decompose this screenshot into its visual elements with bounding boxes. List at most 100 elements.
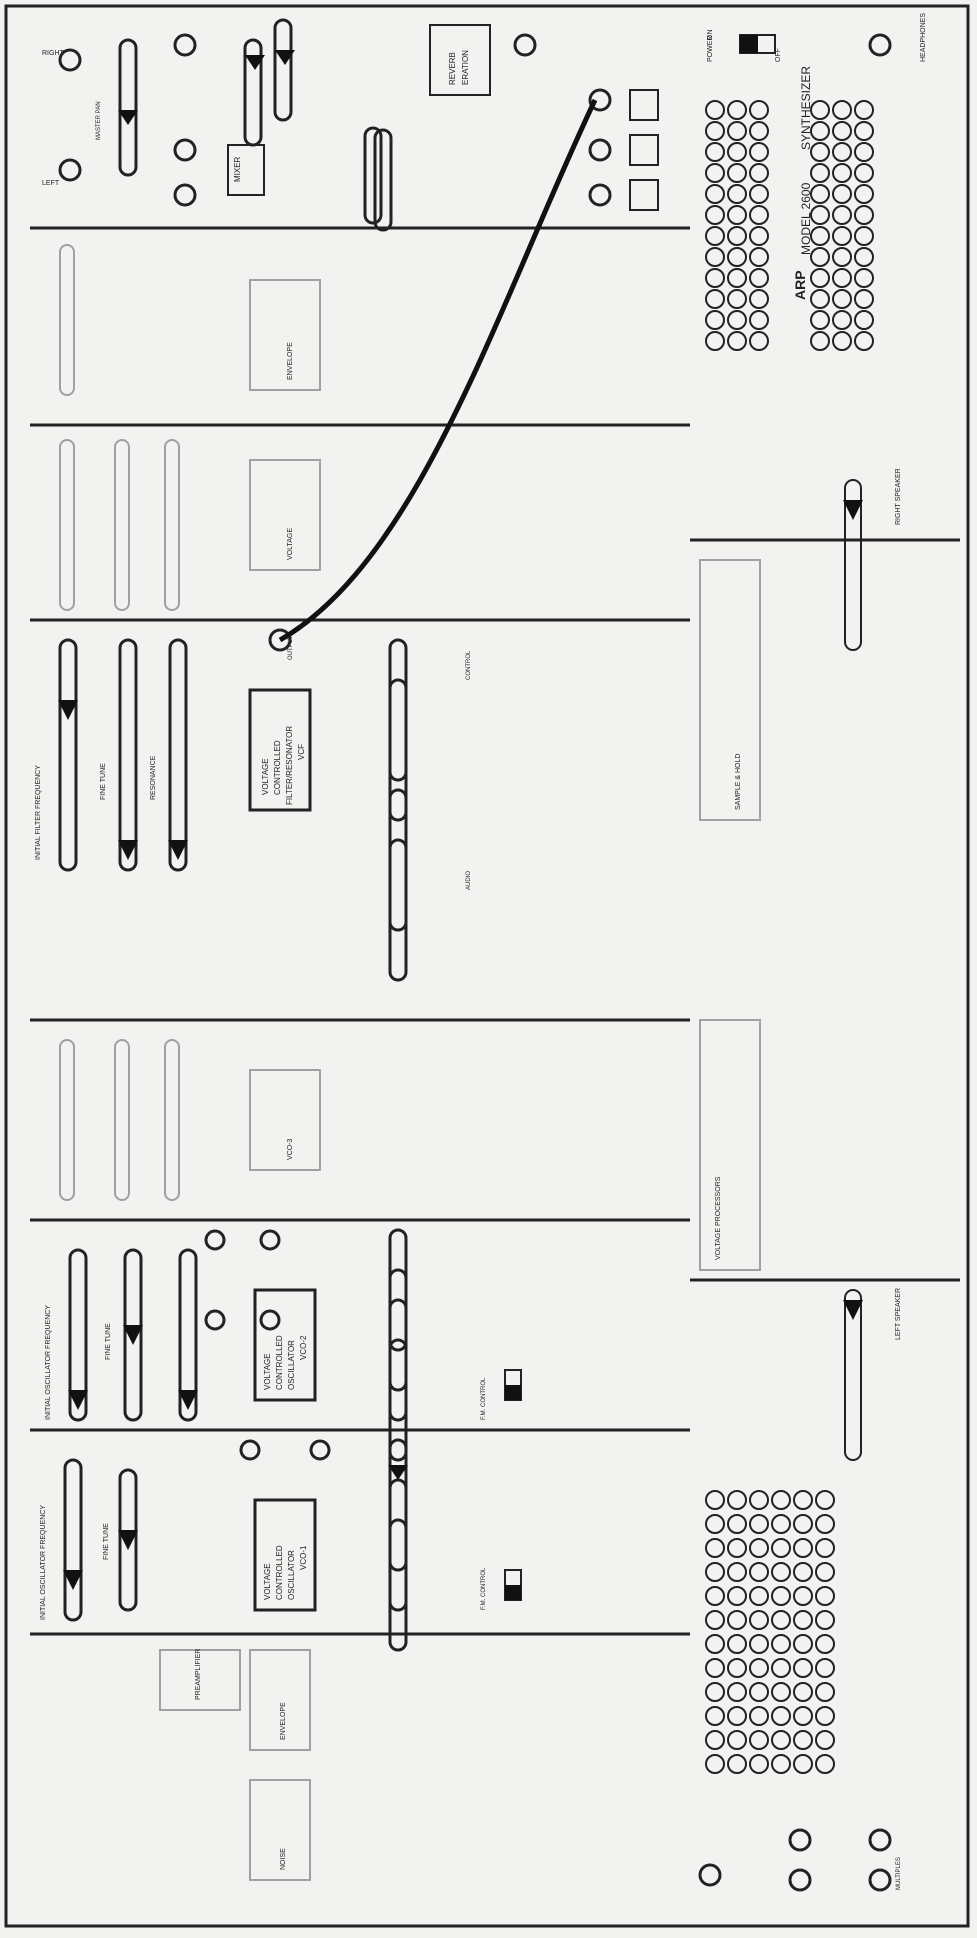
grille-hole (833, 248, 851, 266)
grille-hole (772, 1491, 790, 1509)
grille-hole (728, 1563, 746, 1581)
grille-hole (772, 1731, 790, 1749)
grille-hole (728, 164, 746, 182)
jack-mixer-in-2 (175, 140, 195, 160)
grille-hole (728, 1707, 746, 1725)
grille-hole (706, 143, 724, 161)
grille-hole (816, 1707, 834, 1725)
brand-logo: ARP (792, 270, 808, 300)
grille-hole (816, 1515, 834, 1533)
grille-hole (728, 290, 746, 308)
grille-hole (706, 290, 724, 308)
grille-hole (816, 1587, 834, 1605)
jack-mixer-in-1 (175, 185, 195, 205)
speaker-grille-right (706, 101, 873, 350)
grille-hole (750, 1635, 768, 1653)
grille-hole (750, 1659, 768, 1677)
grille-hole (811, 269, 829, 287)
vco2-l2: CONTROLLED (275, 1335, 284, 1390)
grille-hole (750, 1563, 768, 1581)
grille-hole (833, 227, 851, 245)
grille-hole (794, 1515, 812, 1533)
grille-hole (816, 1611, 834, 1629)
grille-hole (728, 1611, 746, 1629)
grille-hole (750, 101, 768, 119)
vcf-freq-label: INITIAL FILTER FREQUENCY (35, 765, 42, 860)
grille-hole (706, 1635, 724, 1653)
grille-hole (811, 206, 829, 224)
grille-hole (855, 227, 873, 245)
grille-hole (772, 1707, 790, 1725)
vco2-freq-label: INITIAL OSCILLATOR FREQUENCY (45, 1305, 52, 1420)
grille-hole (728, 206, 746, 224)
jack-box-1 (630, 180, 658, 210)
jack-vca-2 (590, 140, 610, 160)
module-dividers (30, 228, 960, 1634)
vco1-fm-label: F.M. CONTROL (481, 1567, 487, 1610)
grille-hole (706, 1563, 724, 1581)
vco1-module: INITIAL OSCILLATOR FREQUENCY FINE TUNE V… (40, 1440, 521, 1650)
vco2-jack-b (261, 1231, 279, 1249)
reverb-label-2: ERATION (461, 50, 470, 85)
grille-hole (750, 164, 768, 182)
slider-mix-a (365, 128, 381, 223)
grille-hole (811, 248, 829, 266)
vco1-l1: VOLTAGE (263, 1563, 272, 1600)
grille-hole (772, 1755, 790, 1773)
grille-hole (811, 122, 829, 140)
grille-hole (772, 1515, 790, 1533)
grille-hole (750, 1491, 768, 1509)
vco1-l4: VCO-1 (299, 1545, 308, 1570)
sh-label: SAMPLE & HOLD (735, 754, 742, 810)
jack-reverb (515, 35, 535, 55)
grille-hole (855, 290, 873, 308)
grille-hole (855, 269, 873, 287)
grille-hole (772, 1539, 790, 1557)
speaker-grille-left (706, 1491, 834, 1773)
vcf-l3: FILTER/RESONATOR (285, 726, 294, 805)
left-out-jack (60, 160, 80, 180)
patch-cable[interactable] (280, 100, 595, 640)
grille-hole (706, 1611, 724, 1629)
left-speaker-label: LEFT SPEAKER (895, 1288, 902, 1340)
grille-hole (750, 122, 768, 140)
grille-hole (728, 122, 746, 140)
grille-hole (855, 101, 873, 119)
vco2-jack-a (206, 1231, 224, 1249)
grille-hole (706, 269, 724, 287)
grille-hole (750, 332, 768, 350)
grille-hole (728, 227, 746, 245)
grille-hole (855, 332, 873, 350)
adsr-label: ENVELOPE (287, 342, 294, 380)
grille-hole (833, 101, 851, 119)
grille-hole (728, 1731, 746, 1749)
grille-hole (750, 1755, 768, 1773)
vcf-res-label: RESONANCE (150, 755, 157, 800)
grille-hole (833, 206, 851, 224)
mixer-slider-2 (275, 20, 291, 120)
voltproc-label: VOLTAGE PROCESSORS (715, 1176, 722, 1260)
power-switch-lever (740, 35, 758, 53)
vcf-module: INITIAL FILTER FREQUENCY FINE TUNE RESON… (35, 630, 472, 980)
grille-hole (706, 1707, 724, 1725)
grille-hole (706, 1659, 724, 1677)
vco2-jack-d (261, 1311, 279, 1329)
headphones-jack[interactable] (870, 35, 890, 55)
grille-hole (706, 101, 724, 119)
grille-hole (855, 185, 873, 203)
reverb-box (430, 25, 490, 95)
vcf-audio-label: AUDIO (466, 871, 472, 890)
mults-label: MULTIPLES (896, 1857, 902, 1890)
grille-hole (794, 1683, 812, 1701)
grille-hole (728, 1635, 746, 1653)
grille-hole (728, 1515, 746, 1533)
grille-hole (833, 122, 851, 140)
grille-hole (772, 1587, 790, 1605)
grille-hole (706, 227, 724, 245)
grille-hole (833, 185, 851, 203)
vco2-l3: OSCILLATOR (287, 1340, 296, 1390)
pan-label: MASTER PAN (96, 101, 102, 140)
right-label: RIGHT (42, 50, 65, 57)
grille-hole (706, 164, 724, 182)
grille-hole (816, 1539, 834, 1557)
